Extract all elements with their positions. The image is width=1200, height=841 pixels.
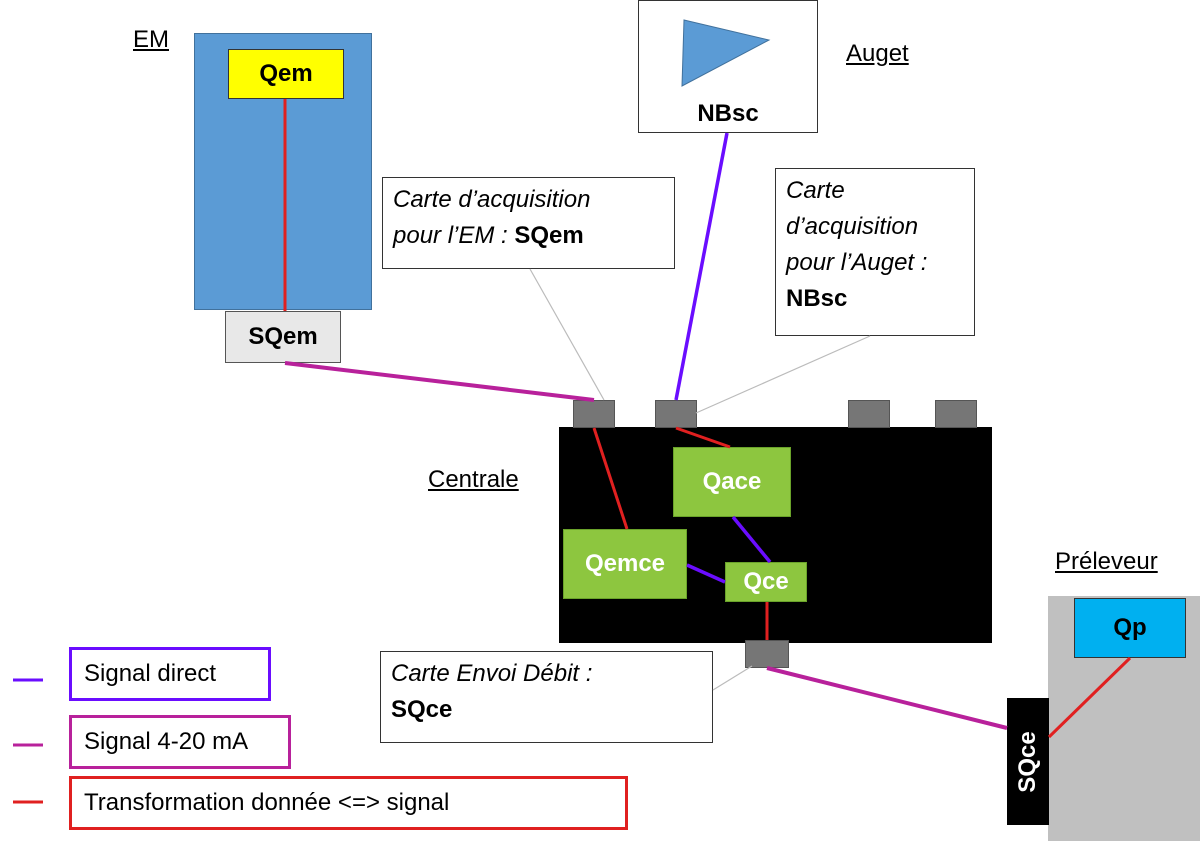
envoi-card-callout: Carte Envoi Débit : SQce xyxy=(380,651,713,743)
sqce-card: SQce xyxy=(1007,698,1049,825)
qace-node: Qace xyxy=(673,447,791,517)
port-envoi xyxy=(745,640,789,668)
qp-sensor: Qp xyxy=(1074,598,1186,658)
port-3 xyxy=(848,400,890,428)
auget-triangle-shape xyxy=(681,19,771,87)
auget-device xyxy=(638,0,818,133)
auget-callout-line1: Carte xyxy=(786,177,845,204)
auget-callout-bold: NBsc xyxy=(786,285,848,312)
port-4 xyxy=(935,400,977,428)
centrale-title: Centrale xyxy=(428,466,519,493)
qemce-node: Qemce xyxy=(563,529,687,599)
legend-signal-direct: Signal direct xyxy=(69,647,271,701)
qem-sensor: Qem xyxy=(228,49,344,99)
wire-port-qemce xyxy=(592,427,629,530)
em-callout-bold: SQem xyxy=(514,222,584,249)
wire-qace-qce xyxy=(731,515,772,564)
wire-qemce-qce xyxy=(686,563,726,584)
em-callout-line1: Carte d’acquisition xyxy=(393,186,591,213)
em-card-callout: Carte d’acquisition pour l’EM : SQem xyxy=(382,177,675,269)
auget-card-callout: Carte d’acquisition pour l’Auget : NBsc xyxy=(775,168,975,336)
envoi-callout-bold: SQce xyxy=(391,696,453,723)
wire-port-sqce xyxy=(766,666,1008,730)
sqem-card: SQem xyxy=(225,311,341,363)
auget-callout-line2: d’acquisition xyxy=(786,213,919,240)
wire-sqce-qp xyxy=(1047,656,1132,739)
wire-sqem-port xyxy=(284,361,595,402)
em-callout-line2: pour l’EM : xyxy=(393,222,515,249)
qce-node: Qce xyxy=(725,562,807,602)
auget-title: Auget xyxy=(846,40,909,67)
port-auget xyxy=(655,400,697,428)
em-callout-pointer xyxy=(529,268,605,401)
legend-signal-4-20: Signal 4-20 mA xyxy=(69,715,291,769)
auget-callout-pointer xyxy=(695,335,871,414)
port-em xyxy=(573,400,615,428)
em-title: EM xyxy=(133,26,169,53)
auget-triangle-icon xyxy=(681,19,771,87)
envoi-callout-line1: Carte Envoi Débit : xyxy=(391,660,593,687)
envoi-callout-pointer xyxy=(712,665,753,691)
wire-nbsc-port xyxy=(674,132,729,401)
preleveur-title: Préleveur xyxy=(1055,548,1158,575)
wire-port-qace xyxy=(675,426,731,449)
legend-transformation: Transformation donnée <=> signal xyxy=(69,776,628,830)
nbsc-sensor: NBsc xyxy=(697,100,759,127)
auget-callout-line3: pour l’Auget : xyxy=(786,249,928,276)
